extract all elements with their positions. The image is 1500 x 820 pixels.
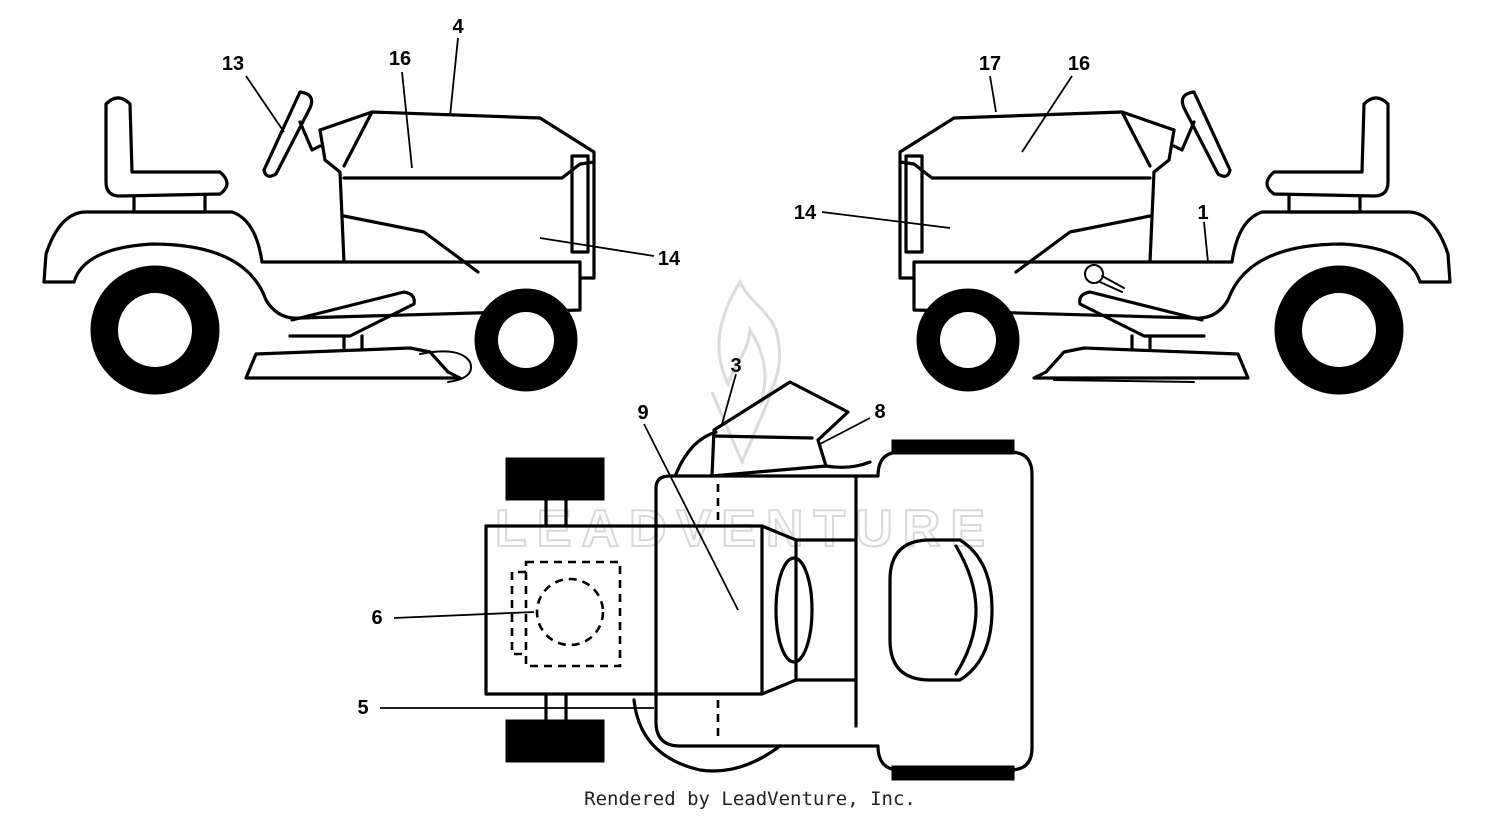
seat-support-right: [1287, 194, 1362, 214]
callout-numbers: 13 16 4 14 17 16 14 1 3 8 9 6 5: [222, 16, 1209, 719]
tractor-frame-top: [654, 450, 1034, 772]
leader-3: [721, 373, 737, 425]
leadventure-watermark: LEADVENTURE: [494, 278, 995, 559]
leader-16-right: [1021, 75, 1073, 153]
steering-column-left: [298, 120, 322, 152]
hood-front-grille-left: [570, 154, 590, 254]
engine-dashed-square: [524, 560, 622, 668]
deck-mount-left: [342, 334, 364, 350]
engine-dashed-circle: [535, 577, 605, 647]
deck-mount-right: [1130, 334, 1152, 350]
hood-inner-right: [898, 160, 1152, 180]
render-credit: Rendered by LeadVenture, Inc.: [584, 788, 916, 810]
deck-outline-bottom: [632, 698, 782, 773]
mower-deck-right: [1032, 346, 1250, 380]
leader-4: [449, 37, 459, 117]
lift-lever-knob-right: [1084, 264, 1104, 284]
steering-wheel-left: [262, 90, 314, 178]
dash-tower-right: [1148, 128, 1176, 264]
leader-14-right: [821, 211, 951, 229]
steering-wheel-top: [774, 556, 814, 664]
seat-left: [104, 96, 229, 198]
steering-wheel-right: [1180, 90, 1232, 178]
rear-hub-right: [1302, 293, 1376, 367]
dash-tower-left: [318, 128, 346, 264]
callout-14-right: 14: [794, 202, 817, 224]
rear-fender-right: [912, 210, 1452, 320]
hood-inner-left: [342, 160, 596, 180]
seat-back-top: [954, 544, 978, 676]
leader-14-left: [539, 237, 655, 257]
leader-13: [245, 75, 285, 133]
deck-cord-left: [419, 350, 472, 383]
footrest-left: [288, 290, 416, 338]
deck-blade-line-right: [1053, 379, 1195, 383]
front-hub-right: [940, 312, 996, 368]
chute-inner: [712, 434, 814, 440]
leader-17: [989, 75, 997, 113]
hood-side-line-right: [1014, 214, 1152, 274]
watermark-text: LEADVENTURE: [495, 500, 995, 558]
callout-16-left: 16: [389, 48, 411, 70]
seat-support-left: [132, 194, 207, 214]
callout-9: 9: [637, 402, 648, 424]
callout-6: 6: [371, 607, 382, 629]
rear-hub-left: [118, 293, 192, 367]
hood-top-line-left: [342, 110, 374, 168]
footrest-right: [1078, 290, 1206, 338]
front-axle-upper: [544, 498, 568, 528]
callout-16-right: 16: [1068, 53, 1090, 75]
hood-front-grille-right: [904, 154, 924, 254]
callout-14-left: 14: [658, 248, 681, 270]
rear-wheel-top-lower: [891, 765, 1015, 781]
seat-right: [1265, 96, 1390, 198]
leader-16-left: [401, 71, 413, 169]
deck-outline-top: [674, 430, 872, 476]
seat-top: [888, 538, 994, 682]
leader-6: [393, 611, 535, 619]
leader-lines: [245, 37, 1209, 709]
hood-left: [318, 110, 596, 280]
front-wheel-top-upper: [505, 457, 605, 501]
rear-fender-left: [42, 210, 582, 320]
callout-3: 3: [730, 355, 741, 377]
leader-8: [819, 417, 871, 445]
tractor-left-side-view: [42, 90, 596, 395]
flame-logo-icon: [717, 278, 781, 406]
tractor-top-view: [484, 380, 1034, 781]
callout-1: 1: [1197, 202, 1208, 224]
discharge-chute: [710, 380, 850, 478]
engine-dashed-bracket: [510, 570, 526, 656]
dash-panel-top: [794, 538, 858, 682]
hood-top-line-right: [1120, 110, 1152, 168]
leader-9: [643, 423, 739, 611]
front-wheel-top-lower: [505, 719, 605, 763]
front-hub-left: [498, 312, 554, 368]
callout-13: 13: [222, 53, 244, 75]
front-axle-lower: [544, 692, 568, 722]
tractor-right-side-view: [898, 90, 1452, 395]
callout-4: 4: [452, 16, 464, 38]
hood-right: [898, 110, 1176, 280]
steering-column-right: [1172, 120, 1196, 152]
leader-1: [1203, 221, 1209, 263]
callout-17: 17: [979, 53, 1001, 75]
lift-lever-right: [1099, 275, 1125, 293]
hood-taper-top: [760, 524, 798, 696]
callout-8: 8: [874, 401, 885, 423]
v-logo-icon: [710, 391, 774, 466]
hood-side-line-left: [342, 214, 480, 274]
callout-5: 5: [357, 697, 368, 719]
